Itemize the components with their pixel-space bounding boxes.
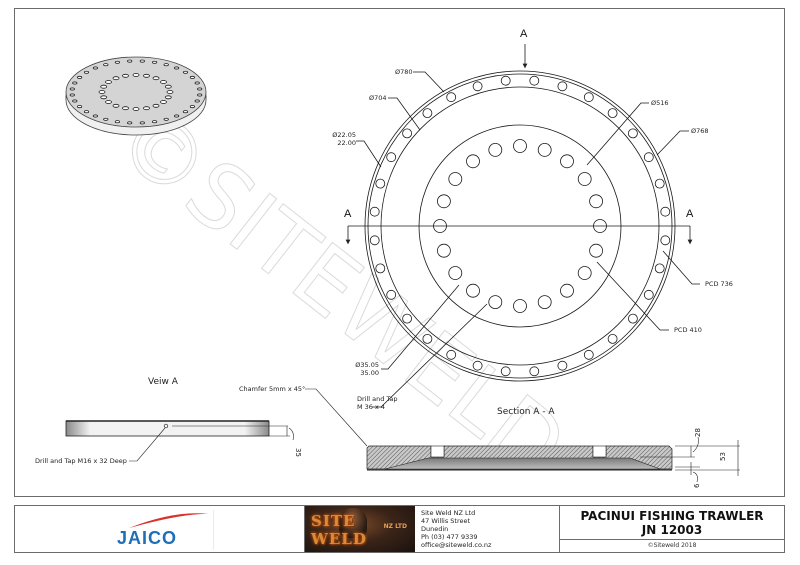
dim-inner-hole-min: 35.00 [360,369,379,377]
drawing-frame [14,8,785,497]
svg-text:53: 53 [719,452,727,461]
technical-drawing: ©SITEWELD [65,44,740,499]
project-title: PACINUI FISHING TRAWLER JN 12003 [560,506,784,540]
dim-ring-inner-diameter: Ø704 [369,94,387,102]
project-name: PACINUI FISHING TRAWLER [580,508,764,523]
dim-outer-diameter: Ø780 [395,68,413,76]
copyright: ©Siteweld 2018 [647,542,697,549]
view-a-note: Drill and Tap M16 x 32 Deep [35,457,127,465]
fabricator-name: Site Weld NZ Ltd [421,509,476,517]
dim-inner-hole-max: Ø35.05 [355,361,379,369]
section-aa-title: Section A - A [497,407,555,417]
client-logo-cell: JAICO [15,506,305,552]
dim-outer-hole-min: 22.00 [337,139,356,147]
chamfer-note: Chamfer 5mm x 45° [239,385,306,393]
dim-outer-step-diameter: Ø768 [691,127,709,135]
section-aa-drawing [305,388,740,483]
svg-text:28: 28 [694,428,702,437]
svg-text:35: 35 [294,448,302,457]
divider [213,510,214,550]
svg-text:6: 6 [693,483,701,488]
view-a-title: Veiw A [148,377,178,387]
section-marker-left: A [344,208,352,220]
view-a-drawing [65,420,294,462]
dim-outer-hole-max: Ø22.05 [332,131,356,139]
project-title-cell: PACINUI FISHING TRAWLER JN 12003 ©Sitewe… [560,506,784,552]
fabricator-cell: NZ LTD SITE WELD Site Weld NZ Ltd 47 Wil… [305,506,560,552]
drill-tap-note-line2: M 36 x 4 [357,403,386,411]
drill-tap-note-line1: Drill and Tap [357,395,398,403]
dim-inner-pcd: PCD 410 [674,326,702,334]
fabricator-street: 47 Willis Street [421,517,471,525]
fabricator-info: Site Weld NZ Ltd 47 Willis Street Dunedi… [415,506,491,552]
client-logo: JAICO [117,528,178,548]
logo-sub-text: NZ LTD [383,523,407,530]
welder-figure-icon [339,508,367,538]
jaico-swoosh-icon [129,513,209,528]
plan-view [345,44,700,408]
dim-inner-diameter: Ø516 [651,99,669,107]
dim-outer-pcd: PCD 736 [705,280,733,288]
fabricator-city: Dunedin [421,525,449,533]
logo-text: SITE WELD [311,512,367,548]
isometric-view [65,56,207,136]
fabricator-phone: Ph (03) 477 9339 [421,533,478,541]
section-marker-top: A [520,28,528,40]
fabricator-email[interactable]: office@siteweld.co.nz [421,541,492,549]
siteweld-logo: NZ LTD SITE WELD [305,506,415,552]
title-block: JAICO NZ LTD SITE WELD Site Weld NZ Ltd … [14,505,785,553]
job-number: JN 12003 [641,522,703,537]
section-marker-right: A [686,208,694,220]
